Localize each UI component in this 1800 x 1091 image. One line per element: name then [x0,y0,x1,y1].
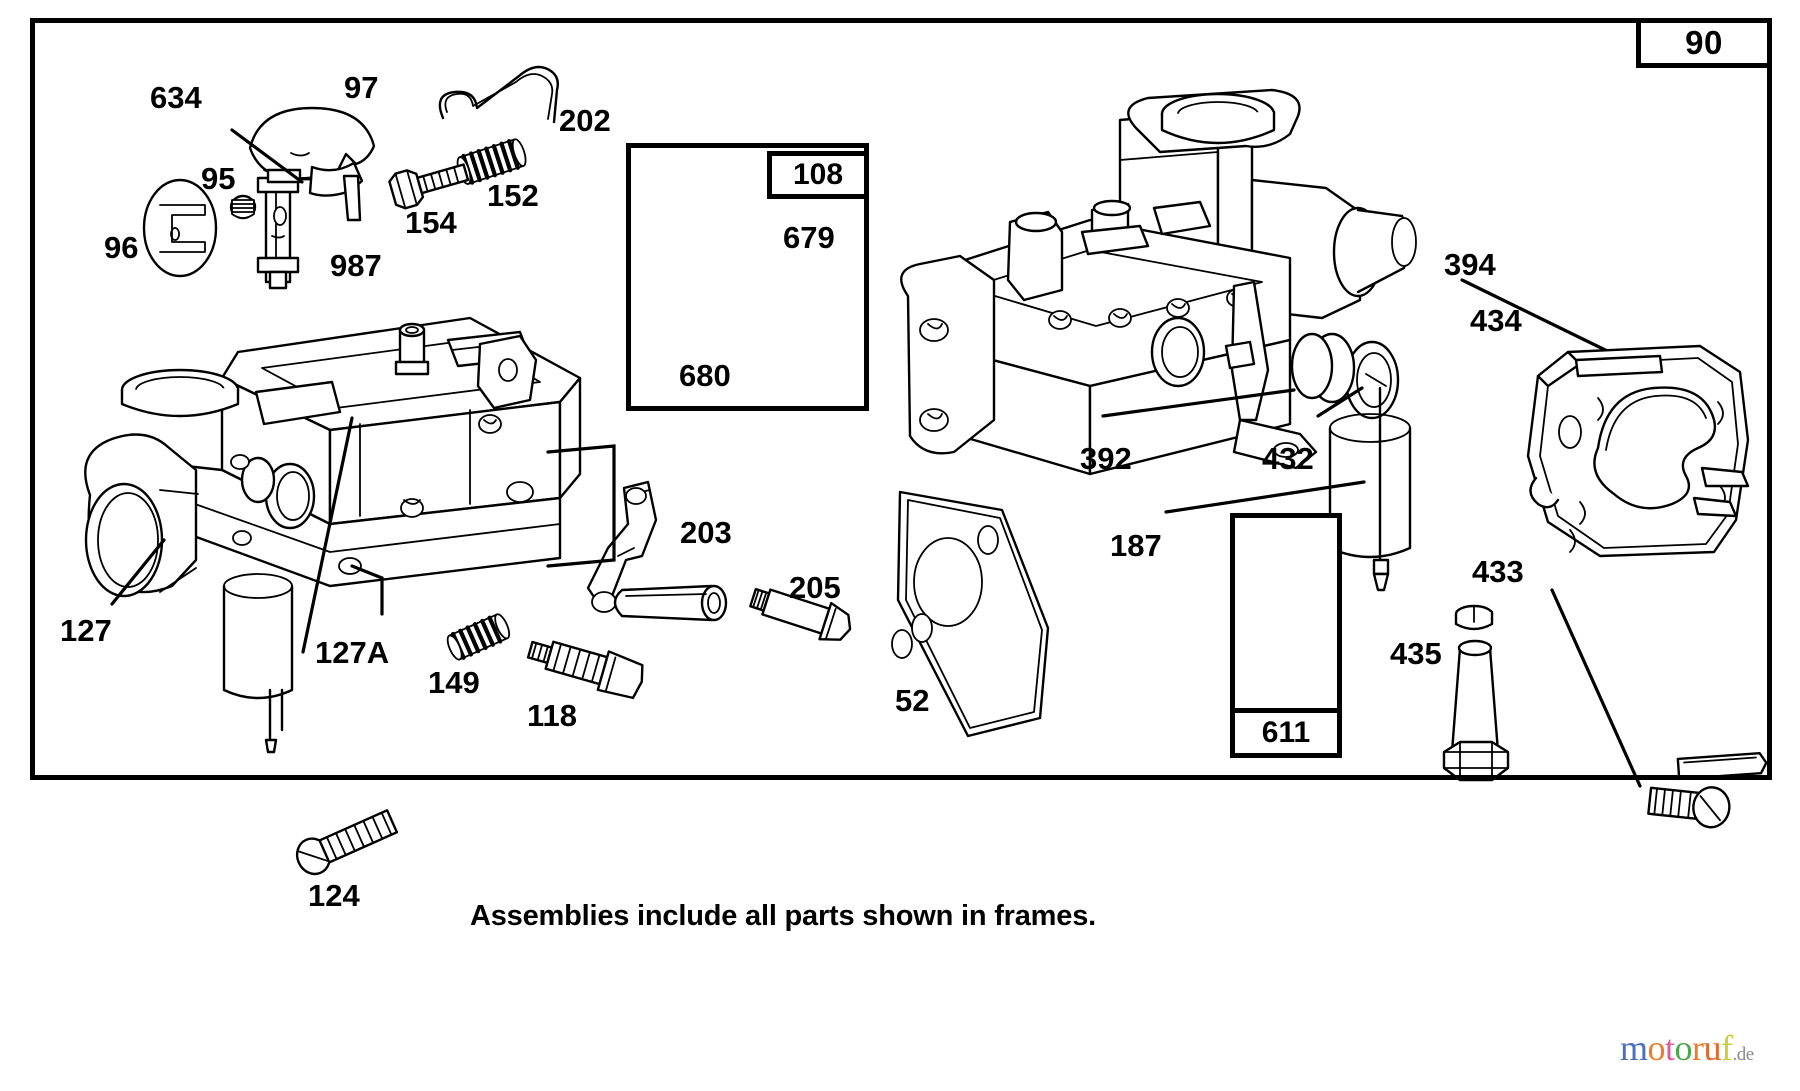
callout-987: 987 [330,248,382,283]
callout-127A: 127A [315,635,390,670]
callout-432: 432 [1262,441,1314,476]
watermark-letter: o [1647,1028,1666,1068]
watermark-letter: o [1674,1028,1693,1068]
callout-435: 435 [1390,636,1442,671]
callout-394: 394 [1444,247,1496,282]
callout-96: 96 [104,230,139,265]
callout-149: 149 [428,665,480,700]
figure-number: 90 [1685,24,1723,61]
callout-434: 434 [1470,303,1522,338]
callout-127: 127 [60,613,112,648]
callout-680: 680 [679,358,731,393]
watermark-letter: f [1721,1028,1733,1068]
callout-433: 433 [1472,554,1524,589]
inset-frame-108 [626,143,869,411]
callout-97: 97 [344,70,379,105]
callout-152: 152 [487,178,539,213]
part-124-shape [295,809,399,876]
diagram-outer-frame [30,18,1772,780]
part-435-shape [1647,786,1731,829]
callout-118: 118 [527,698,578,733]
callout-187: 187 [1110,528,1162,563]
callout-202: 202 [559,103,611,138]
inset-tab-611: 611 [1230,708,1342,758]
inset-number-611: 611 [1261,716,1311,749]
inset-tab-108: 108 [767,151,869,199]
callout-52: 52 [895,683,930,718]
frames-caption: Assemblies include all parts shown in fr… [470,900,1096,932]
figure-number-box: 90 [1636,18,1772,68]
callout-203: 203 [680,515,732,550]
watermark-letter: m [1620,1028,1648,1068]
callout-392: 392 [1080,441,1132,476]
motoruf-watermark: motoruf.de [1620,1030,1754,1066]
inset-number-108: 108 [792,158,844,191]
callout-205: 205 [789,570,841,605]
watermark-letter: r [1692,1028,1704,1068]
watermark-letter: t [1665,1028,1675,1068]
watermark-letter: u [1703,1028,1722,1068]
callout-154: 154 [405,205,457,240]
callout-634: 634 [150,80,202,115]
watermark-suffix: .de [1732,1044,1755,1065]
callout-124: 124 [308,878,360,913]
callout-95: 95 [201,161,236,196]
callout-679: 679 [783,220,835,255]
